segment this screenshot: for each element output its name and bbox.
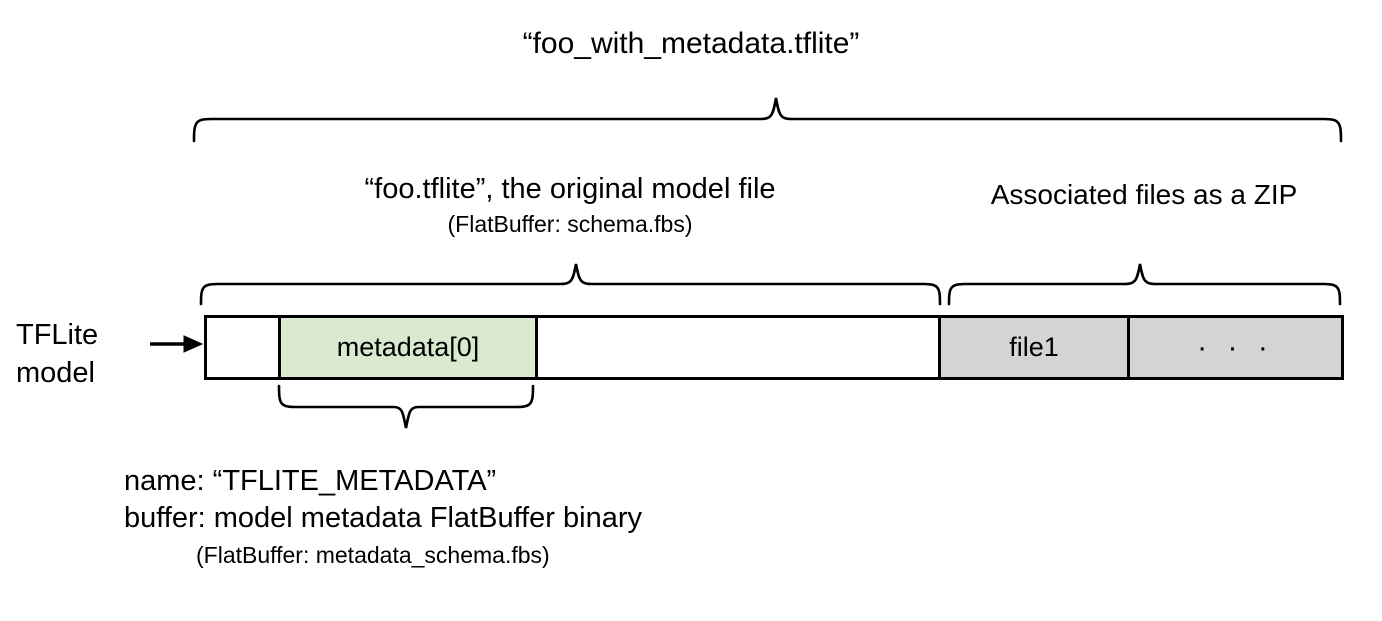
brace-original-model-file [199, 263, 942, 306]
source-label-line1: TFLite [16, 319, 99, 351]
metadata-note-buffer: buffer: model metadata FlatBuffer binary [124, 502, 642, 534]
metadata-note-schema: (FlatBuffer: metadata_schema.fbs) [196, 542, 550, 568]
brace-whole-file [192, 97, 1343, 143]
metadata-note-name: name: “TFLITE_METADATA” [124, 465, 497, 497]
tflite-model-bar: metadata[0] file1 · · · [204, 315, 1344, 380]
bar-segment-more-files: · · · [1130, 318, 1341, 377]
bar-segment-metadata: metadata[0] [278, 318, 538, 377]
brace-metadata-detail [277, 384, 535, 429]
arrow-right-icon [150, 335, 204, 353]
source-label-line2: model [16, 357, 95, 389]
label-original-model-file-schema: (FlatBuffer: schema.fbs) [447, 211, 693, 237]
label-associated-files-zip: Associated files as a ZIP [990, 179, 1298, 210]
bar-segment-model-body-empty [538, 318, 938, 377]
label-original-model-file: “foo.tflite”, the original model file [364, 173, 776, 205]
diagram-title: “foo_with_metadata.tflite” [522, 27, 860, 60]
bar-segment-leading-empty [207, 318, 278, 377]
bar-segment-file1: file1 [938, 318, 1130, 377]
source-label: TFLite model [16, 316, 164, 392]
brace-associated-files [947, 263, 1342, 306]
